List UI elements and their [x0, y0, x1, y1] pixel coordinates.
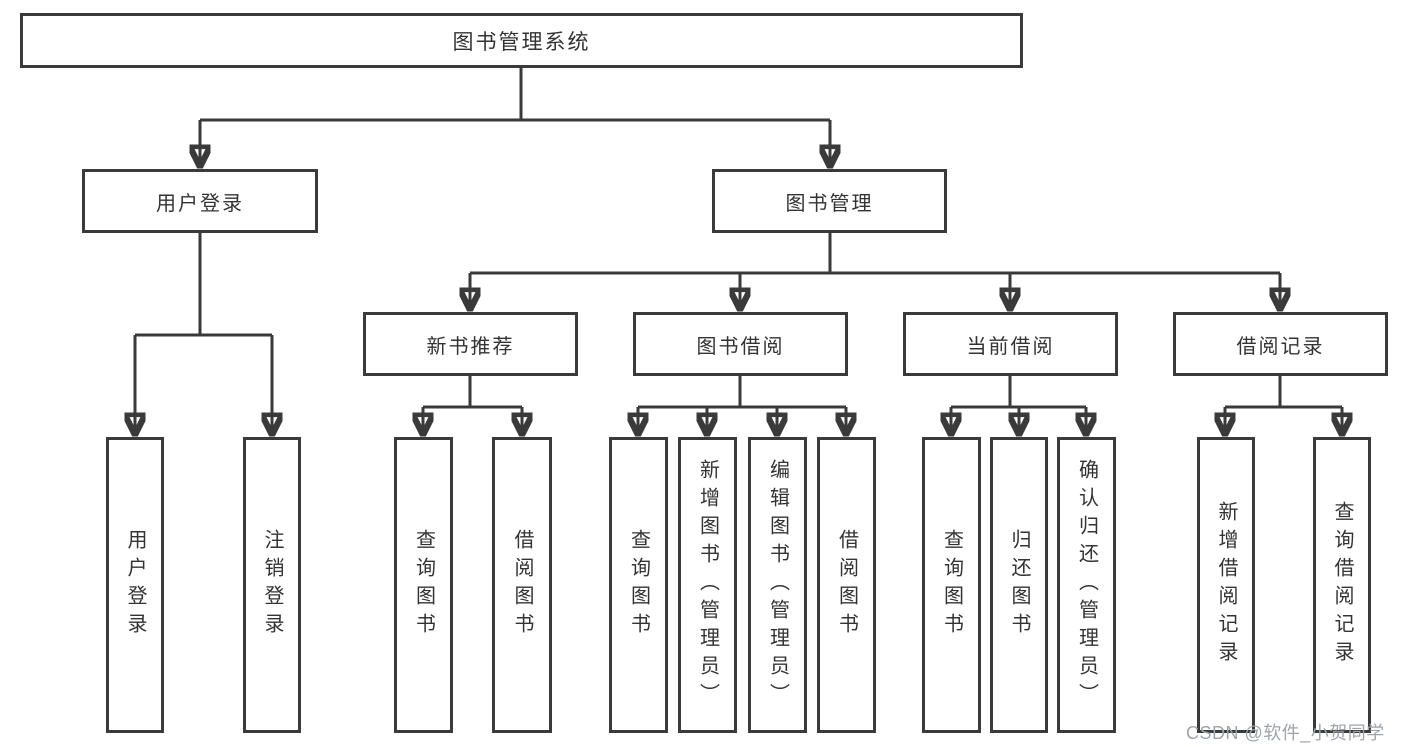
leaf-current-confirm-return-admin-label: 确认归还（管理员） [1075, 459, 1098, 711]
connector-current-split [951, 376, 1086, 409]
leaf-recommend-query-book: 查询图书 [394, 437, 453, 733]
connector-records-split [1225, 376, 1342, 409]
leaf-recommend-borrow-book-label: 借阅图书 [511, 529, 533, 641]
leaf-borrow-edit-book-admin: 编辑图书（管理员） [748, 437, 807, 733]
leaf-borrow-query-book: 查询图书 [609, 437, 668, 733]
node-book-mgmt: 图书管理 [712, 169, 947, 233]
leaf-current-return-book: 归还图书 [990, 437, 1048, 733]
leaf-borrow-add-book-admin-label: 新增图书（管理员） [696, 459, 719, 711]
leaf-current-query-book-label: 查询图书 [940, 529, 963, 641]
leaf-logout: 注销登录 [243, 437, 301, 733]
leaf-borrow-edit-book-admin-label: 编辑图书（管理员） [766, 459, 789, 711]
leaf-user-login-label: 用户登录 [124, 529, 146, 641]
leaf-records-add-record-label: 新增借阅记录 [1215, 501, 1237, 669]
leaf-current-query-book: 查询图书 [922, 437, 981, 733]
connector-book-mgmt-split [470, 233, 1280, 275]
connector-recommend-split [423, 376, 522, 409]
node-root-system: 图书管理系统 [20, 13, 1023, 68]
leaf-current-return-book-label: 归还图书 [1008, 529, 1030, 641]
leaf-borrow-borrow-book: 借阅图书 [817, 437, 876, 733]
leaf-recommend-borrow-book: 借阅图书 [492, 437, 552, 733]
node-new-book-recommend: 新书推荐 [363, 312, 578, 376]
node-user-login: 用户登录 [82, 169, 318, 233]
leaf-user-login: 用户登录 [106, 437, 164, 733]
leaf-records-query-record: 查询借阅记录 [1313, 437, 1371, 733]
leaf-borrow-add-book-admin: 新增图书（管理员） [678, 437, 737, 733]
leaf-records-query-record-label: 查询借阅记录 [1331, 501, 1353, 669]
leaf-borrow-query-book-label: 查询图书 [627, 529, 650, 641]
csdn-watermark: CSDN @软件_小贺同学 [1186, 723, 1385, 743]
connector-user-login-split [135, 233, 272, 337]
node-current-borrow: 当前借阅 [903, 312, 1118, 376]
leaf-current-confirm-return-admin: 确认归还（管理员） [1057, 437, 1116, 733]
leaf-records-add-record: 新增借阅记录 [1197, 437, 1255, 733]
connector-root-split [200, 68, 830, 122]
node-book-borrow: 图书借阅 [633, 312, 848, 376]
connector-borrow-split [638, 376, 846, 409]
leaf-logout-label: 注销登录 [261, 529, 283, 641]
leaf-borrow-borrow-book-label: 借阅图书 [835, 529, 858, 641]
node-borrow-records: 借阅记录 [1173, 312, 1388, 376]
leaf-recommend-query-book-label: 查询图书 [412, 529, 435, 641]
